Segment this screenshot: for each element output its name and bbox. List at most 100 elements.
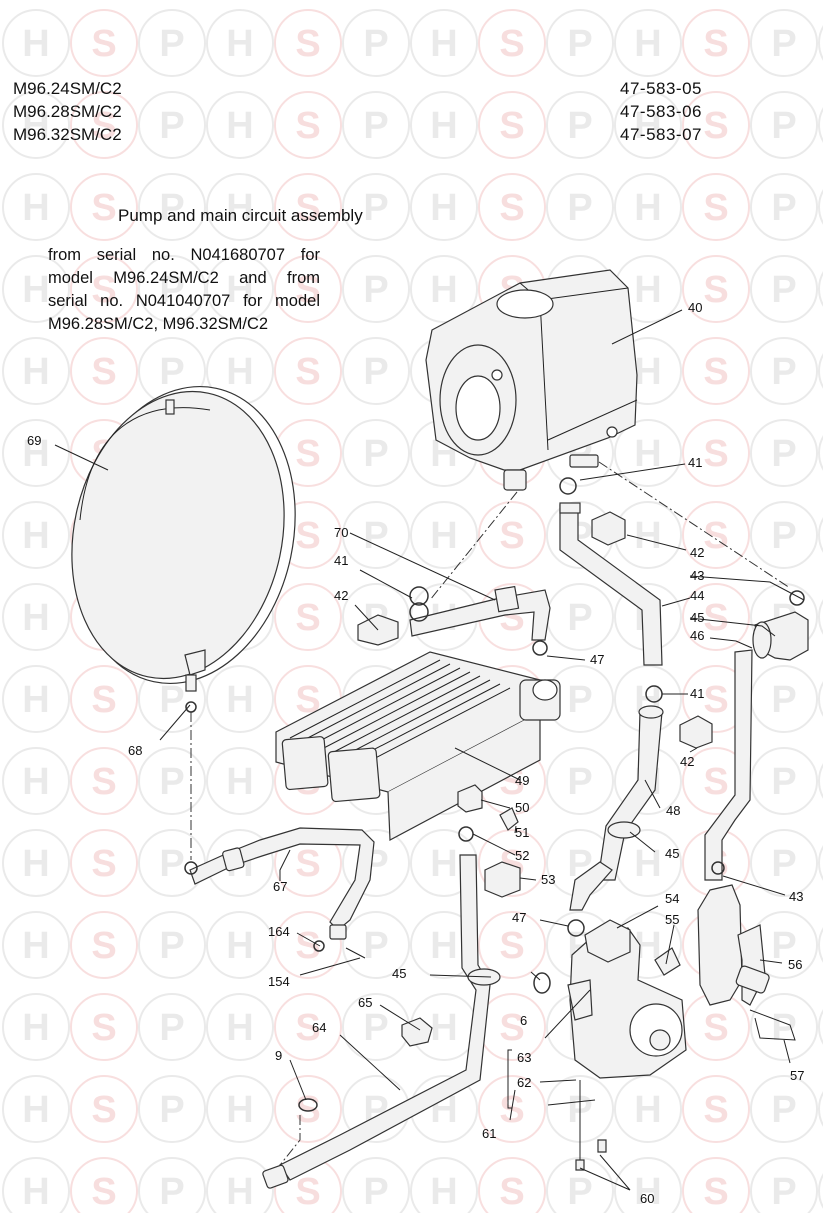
watermark-letter: P — [771, 1007, 796, 1049]
o-ring[interactable] — [458, 826, 474, 842]
watermark-circle — [546, 91, 614, 159]
o-ring[interactable] — [532, 640, 548, 656]
watermark-letter: H — [22, 761, 49, 803]
watermark-letter: P — [159, 1171, 184, 1213]
watermark-letter: P — [567, 105, 592, 147]
watermark-letter: H — [22, 433, 49, 475]
watermark-circle — [342, 829, 410, 897]
part-number: 44 — [690, 588, 704, 603]
watermark-circle — [342, 255, 410, 323]
watermark-circle — [138, 255, 206, 323]
o-ring[interactable] — [533, 972, 551, 994]
watermark-letter: P — [771, 679, 796, 721]
part-number: 47 — [512, 910, 526, 925]
watermark-letter: P — [567, 1171, 592, 1213]
o-ring[interactable] — [298, 1098, 318, 1112]
centre-line — [429, 491, 518, 601]
serial-note-line: serial no. N041040707 for model — [48, 292, 320, 310]
bypass-pipe[interactable] — [704, 590, 809, 881]
watermark-letter: P — [363, 515, 388, 557]
watermark-letter: H — [634, 1089, 661, 1131]
part-number: 41 — [334, 553, 348, 568]
watermark-letter: P — [771, 843, 796, 885]
watermark-letter: P — [159, 105, 184, 147]
watermark-circle — [818, 517, 823, 553]
watermark-letter: H — [634, 1171, 661, 1213]
model-name: M96.32SM/C2 — [13, 125, 122, 144]
plug-part-51[interactable] — [499, 807, 519, 831]
watermark-circle — [682, 173, 750, 241]
clip-part-50[interactable] — [457, 784, 483, 813]
heat-exchanger-casing[interactable] — [425, 269, 638, 491]
watermark-circle — [342, 91, 410, 159]
serial-note-line: from serial no. N041680707 for — [48, 246, 320, 264]
part-number: 61 — [482, 1126, 496, 1141]
watermark-letter: S — [295, 187, 320, 229]
part-number: 45 — [690, 610, 704, 625]
part-number: 47 — [590, 652, 604, 667]
part-code: 47-583-07 — [620, 125, 703, 144]
filter-valve[interactable] — [697, 861, 770, 1006]
watermark-letter: H — [634, 269, 661, 311]
watermark-circle — [138, 1075, 206, 1143]
o-ring[interactable] — [409, 586, 429, 606]
watermark-letter: S — [91, 925, 116, 967]
watermark-letter: S — [91, 351, 116, 393]
watermark-circle — [818, 845, 823, 881]
watermark-letter: S — [499, 925, 524, 967]
watermark-circle — [818, 1091, 823, 1127]
watermark-letter: S — [295, 925, 320, 967]
watermark-letter: P — [771, 1089, 796, 1131]
expansion-vessel[interactable] — [46, 366, 322, 713]
watermark-circle — [70, 665, 138, 733]
flow-pipe[interactable] — [409, 585, 551, 641]
watermark-circle — [750, 9, 818, 77]
part-number: 45 — [665, 846, 679, 861]
pipe-clip[interactable] — [591, 511, 626, 546]
watermark-letter: P — [567, 679, 592, 721]
watermark-circle — [614, 1157, 682, 1213]
watermark-letter: P — [159, 187, 184, 229]
watermark-letter: S — [703, 105, 728, 147]
return-pipe-upper[interactable] — [559, 477, 663, 703]
clip-part-53[interactable] — [484, 861, 521, 898]
watermark-letter: P — [567, 597, 592, 639]
washer[interactable] — [313, 940, 325, 952]
watermark-letter: S — [499, 515, 524, 557]
watermark-circle — [818, 25, 823, 61]
watermark-circle — [70, 1157, 138, 1213]
watermark-circle — [342, 911, 410, 979]
watermark-circle — [274, 255, 342, 323]
pump-assembly[interactable] — [567, 919, 687, 1160]
watermark-circle — [274, 583, 342, 651]
watermark-circle — [750, 1075, 818, 1143]
watermark-letter: H — [22, 597, 49, 639]
clip-part-65[interactable] — [401, 1017, 433, 1047]
flow-pipe-lower[interactable] — [262, 854, 501, 1189]
watermark-circle — [274, 1075, 342, 1143]
part-number: 65 — [358, 995, 372, 1010]
screw[interactable] — [597, 1139, 607, 1153]
serial-note-line: M96.28SM/C2, M96.32SM/C2 — [48, 315, 269, 333]
watermark-circle — [818, 189, 823, 225]
watermark-letter: S — [499, 1007, 524, 1049]
watermark-circle — [2, 665, 70, 733]
watermark-circle — [206, 1157, 274, 1213]
pipe-clip[interactable] — [679, 715, 713, 749]
watermark-circle — [682, 9, 750, 77]
main-heat-exchanger[interactable] — [275, 651, 561, 841]
watermark-circle — [70, 337, 138, 405]
return-pipe-lower[interactable] — [567, 705, 664, 937]
watermark-letter: H — [634, 515, 661, 557]
part-number: 43 — [690, 568, 704, 583]
watermark-letter: P — [771, 433, 796, 475]
watermark-letter: H — [226, 23, 253, 65]
retaining-clip[interactable] — [749, 1009, 796, 1041]
expansion-pipe[interactable] — [184, 827, 375, 940]
o-ring[interactable] — [409, 602, 429, 622]
watermark-letter: S — [499, 105, 524, 147]
watermark-circle — [2, 911, 70, 979]
pin[interactable] — [345, 947, 366, 959]
watermark-letter: S — [295, 351, 320, 393]
